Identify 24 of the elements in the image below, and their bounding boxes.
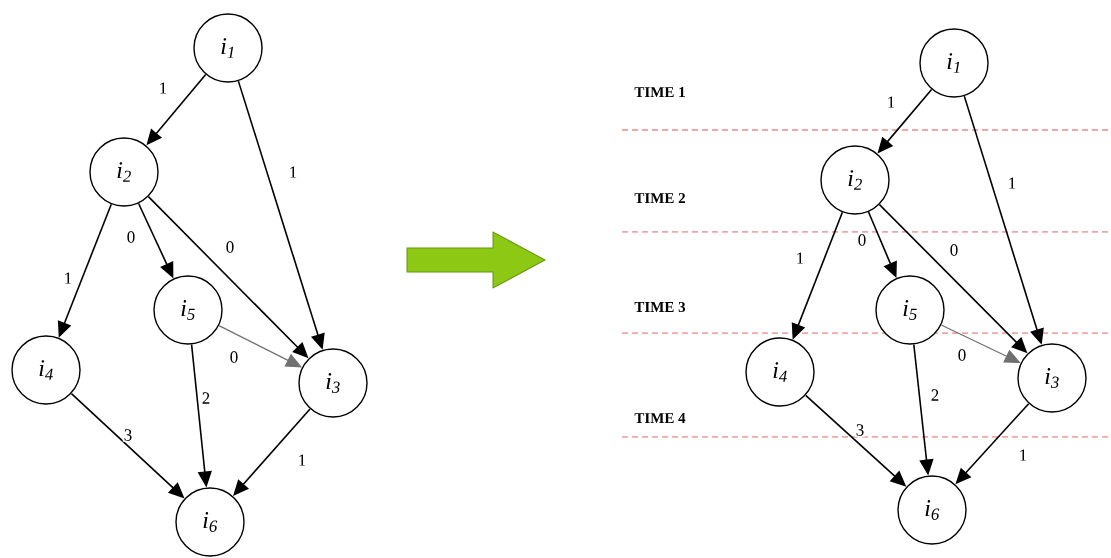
edge-label: 0 — [228, 350, 240, 364]
edge-label: 1 — [1006, 176, 1018, 190]
edge-label: 2 — [929, 388, 941, 402]
time-label: TIME 2 — [634, 193, 685, 203]
edge-label: 3 — [122, 428, 134, 442]
time-label: TIME 3 — [634, 301, 686, 313]
edge-label: 1 — [296, 453, 308, 467]
arrow — [218, 325, 302, 368]
arrow — [233, 408, 311, 496]
edge-label: 1 — [287, 165, 299, 179]
edge-label: 2 — [200, 391, 212, 405]
edge-label: 1 — [157, 81, 169, 95]
edge-label: 0 — [224, 240, 236, 254]
time-label: TIME 1 — [634, 87, 685, 97]
edge-label: 3 — [854, 423, 866, 437]
edge-label: 0 — [956, 348, 968, 362]
edge-label: 0 — [125, 230, 137, 244]
edge-label: 0 — [856, 233, 868, 247]
time-label: TIME 4 — [634, 413, 686, 423]
edge-label: 1 — [62, 271, 74, 285]
edge-label: 1 — [1017, 448, 1029, 462]
edge-label: 1 — [885, 95, 897, 109]
edge-label: 0 — [948, 243, 960, 257]
edge-label: 1 — [794, 251, 806, 265]
